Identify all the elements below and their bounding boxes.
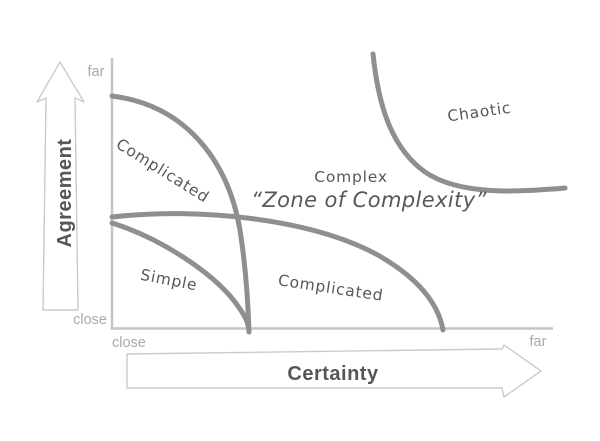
curve-chaotic-boundary bbox=[370, 51, 568, 194]
y-axis-title: Agreement bbox=[54, 139, 76, 248]
agreement-up-arrow bbox=[36, 61, 85, 311]
region-label-complicated-lower: Complicated bbox=[277, 271, 385, 304]
certainty-right-arrow bbox=[126, 344, 542, 398]
region-label-complex: Complex bbox=[314, 168, 388, 186]
region-label-chaotic: Chaotic bbox=[446, 99, 512, 126]
x-axis-title: Certainty bbox=[287, 363, 379, 385]
y-axis-close-label: close bbox=[73, 312, 107, 328]
y-axis-far-label: far bbox=[88, 64, 105, 80]
x-axis-far-label: far bbox=[530, 334, 547, 350]
region-label-zone-of-complexity: “Zone of Complexity” bbox=[251, 188, 488, 212]
region-label-complicated-upper: Complicated bbox=[113, 135, 213, 207]
curve-simple-boundary bbox=[109, 220, 252, 334]
x-axis-close-label: close bbox=[112, 335, 146, 351]
region-label-simple: Simple bbox=[139, 266, 199, 295]
curve-complexity-zone-boundary bbox=[109, 211, 446, 333]
